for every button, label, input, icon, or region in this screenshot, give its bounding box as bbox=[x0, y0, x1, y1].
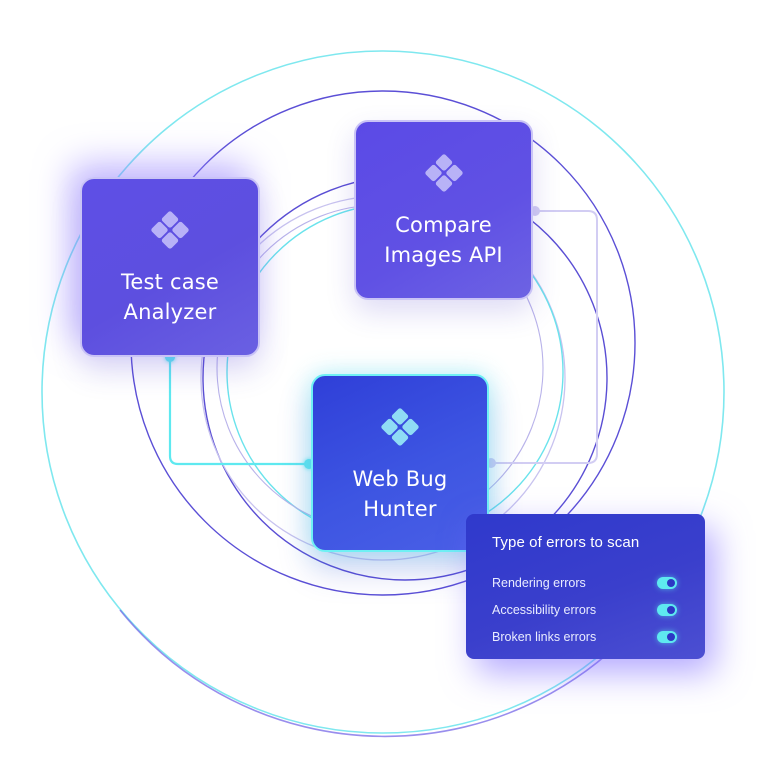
card-title-line-1: Web Bug bbox=[352, 467, 448, 491]
option-label: Accessibility errors bbox=[492, 602, 597, 617]
card-web-bug-hunter[interactable]: Web Bug Hunter bbox=[311, 374, 489, 552]
outer-ring bbox=[41, 50, 725, 734]
card-title-line-1: Compare bbox=[395, 213, 492, 237]
diamond-cluster-icon bbox=[381, 408, 419, 446]
panel-title: Type of errors to scan bbox=[492, 534, 640, 551]
card-compare-images-api[interactable]: Compare Images API bbox=[354, 120, 533, 300]
diamond-cluster-icon bbox=[424, 154, 463, 192]
option-row-broken-links: Broken links errors bbox=[492, 623, 677, 650]
card-test-case-analyzer[interactable]: Test case Analyzer bbox=[80, 177, 260, 357]
card-title-line-2: Hunter bbox=[363, 497, 437, 521]
card-title-line-2: Images API bbox=[384, 243, 503, 267]
option-row-accessibility: Accessibility errors bbox=[492, 596, 677, 623]
option-label: Broken links errors bbox=[492, 629, 597, 644]
option-row-rendering: Rendering errors bbox=[492, 569, 677, 596]
connector-analyzer-webbug bbox=[168, 357, 309, 466]
card-title-line-1: Test case bbox=[120, 270, 220, 294]
diamond-cluster-icon bbox=[151, 211, 189, 249]
card-title: Compare Images API bbox=[384, 210, 503, 270]
toggle-accessibility-errors[interactable] bbox=[657, 603, 677, 616]
toggle-knob bbox=[667, 578, 675, 587]
option-label: Rendering errors bbox=[492, 575, 586, 590]
error-types-panel: Type of errors to scan Rendering errors … bbox=[466, 514, 705, 659]
toggle-knob bbox=[667, 605, 675, 614]
card-title: Test case Analyzer bbox=[121, 267, 219, 327]
card-title: Web Bug Hunter bbox=[353, 464, 448, 524]
toggle-rendering-errors[interactable] bbox=[657, 576, 677, 589]
toggle-knob bbox=[667, 632, 675, 641]
card-title-line-2: Analyzer bbox=[123, 300, 217, 324]
toggle-broken-links-errors[interactable] bbox=[657, 630, 677, 643]
connector-compare-webbug bbox=[491, 210, 598, 464]
